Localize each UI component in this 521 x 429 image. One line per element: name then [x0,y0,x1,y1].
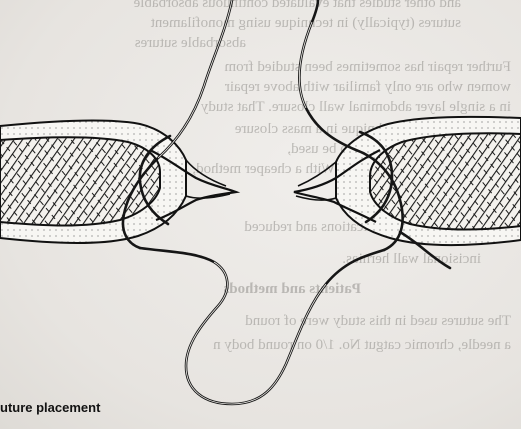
figure-caption: uture placement [0,400,100,415]
left-wound-edge [0,120,236,243]
